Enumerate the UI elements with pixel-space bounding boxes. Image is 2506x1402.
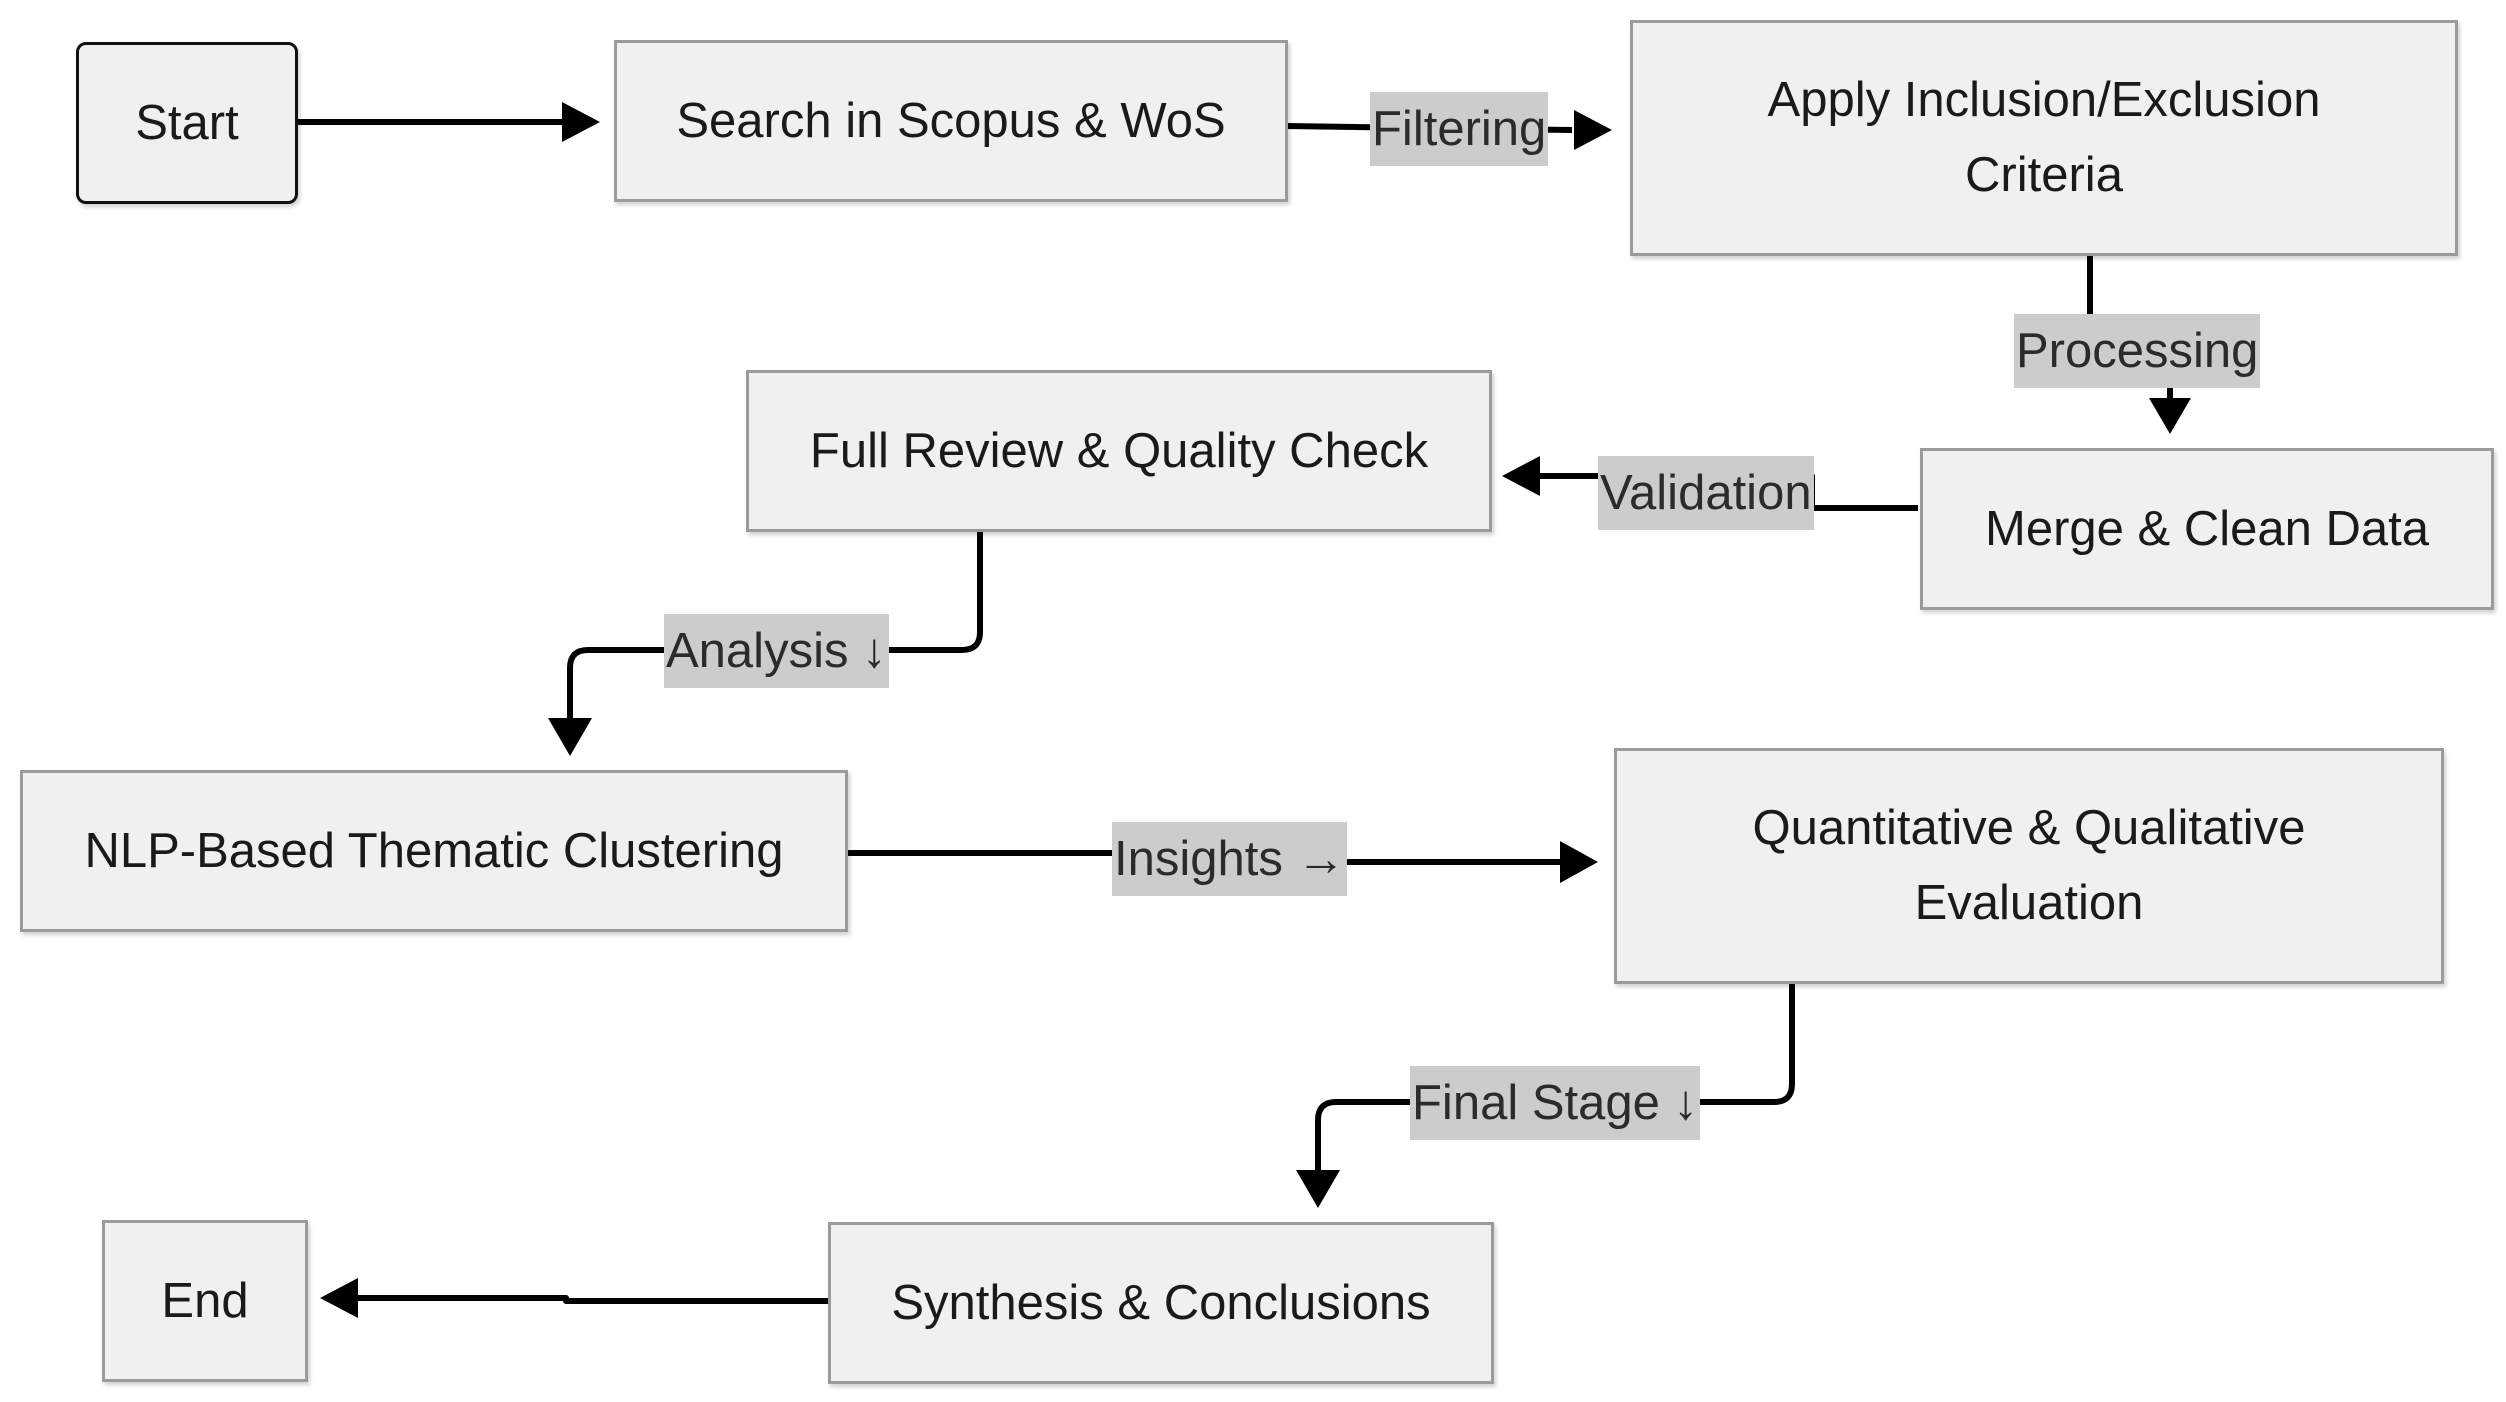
criteria-node-label-line-2: Criteria <box>1965 148 2123 202</box>
start-node: Start <box>76 42 298 204</box>
nlp-node-label: NLP-Based Thematic Clustering <box>84 823 784 878</box>
arrowhead-icon <box>1574 110 1612 150</box>
edge-label-validation: Validation <box>1598 456 1814 530</box>
arrowhead-icon <box>1560 841 1598 883</box>
arrowhead-icon <box>1502 456 1540 496</box>
nlp-node: NLP-Based Thematic Clustering <box>20 770 848 932</box>
review-node-label: Full Review & Quality Check <box>809 423 1429 478</box>
arrowhead-icon <box>2149 398 2191 434</box>
review-node: Full Review & Quality Check <box>746 370 1492 532</box>
synthesis-node: Synthesis & Conclusions <box>828 1222 1494 1384</box>
evaluation-node-label-line-2: Evaluation <box>1914 876 2144 930</box>
edge-label-processing: Processing <box>2014 314 2261 388</box>
edge-label-analysis: Analysis ↓ <box>664 614 889 688</box>
criteria-node-label-line-1: Apply Inclusion/Exclusion <box>1767 73 2321 127</box>
search-node-label: Search in Scopus & WoS <box>676 93 1226 148</box>
end-node-label: End <box>161 1273 249 1328</box>
edge-label-insights: Insights → <box>1112 822 1348 896</box>
arrowhead-icon <box>548 718 592 756</box>
edge-label-filtering: Filtering <box>1370 92 1549 166</box>
merge-node: Merge & Clean Data <box>1920 448 2494 610</box>
end-node: End <box>102 1220 308 1382</box>
evaluation-node: Quantitative & Qualitative Evaluation <box>1614 748 2444 984</box>
merge-node-label: Merge & Clean Data <box>1985 501 2429 556</box>
start-node-label: Start <box>135 95 239 150</box>
edge-synthesis-to-end <box>358 1295 828 1304</box>
synthesis-node-label: Synthesis & Conclusions <box>891 1275 1431 1330</box>
arrowhead-icon <box>1296 1170 1340 1208</box>
evaluation-node-label-line-1: Quantitative & Qualitative <box>1752 801 2306 855</box>
edge-label-final-stage: Final Stage ↓ <box>1410 1066 1700 1140</box>
search-node: Search in Scopus & WoS <box>614 40 1288 202</box>
arrowhead-icon <box>320 1278 358 1318</box>
arrowhead-icon <box>562 102 600 142</box>
criteria-node: Apply Inclusion/Exclusion Criteria <box>1630 20 2458 256</box>
